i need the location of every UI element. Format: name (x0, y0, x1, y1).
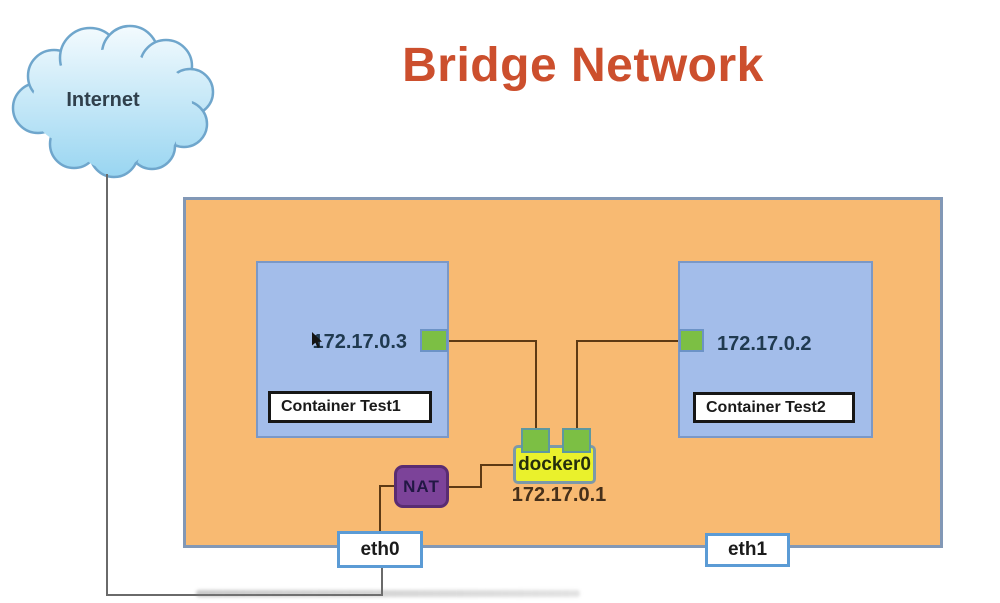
mouse-pointer-icon (312, 332, 322, 348)
eth1-box: eth1 (705, 533, 790, 567)
internet-label: Internet (66, 89, 140, 111)
eth1-label: eth1 (727, 539, 768, 560)
watermark-smudge (196, 590, 580, 597)
docker0-left-port-icon (521, 428, 550, 453)
container1-label-box: Container Test1 (268, 391, 432, 423)
docker0-right-port-icon (562, 428, 591, 453)
eth0-label: eth0 (360, 538, 400, 560)
eth0-box: eth0 (337, 531, 423, 568)
nat-box: NAT (394, 465, 449, 508)
container2-port-icon (679, 329, 704, 352)
container1-label: Container Test1 (281, 398, 401, 415)
nat-label: NAT (403, 476, 440, 496)
container1-port-icon (420, 329, 448, 352)
container2-label-box: Container Test2 (693, 392, 855, 423)
docker0-label: docker0 (518, 453, 591, 475)
container2-ip: 172.17.0.2 (717, 333, 812, 355)
docker0-ip: 172.17.0.1 (511, 484, 607, 506)
container2-label: Container Test2 (706, 398, 826, 416)
diagram-title: Bridge Network (402, 39, 764, 92)
